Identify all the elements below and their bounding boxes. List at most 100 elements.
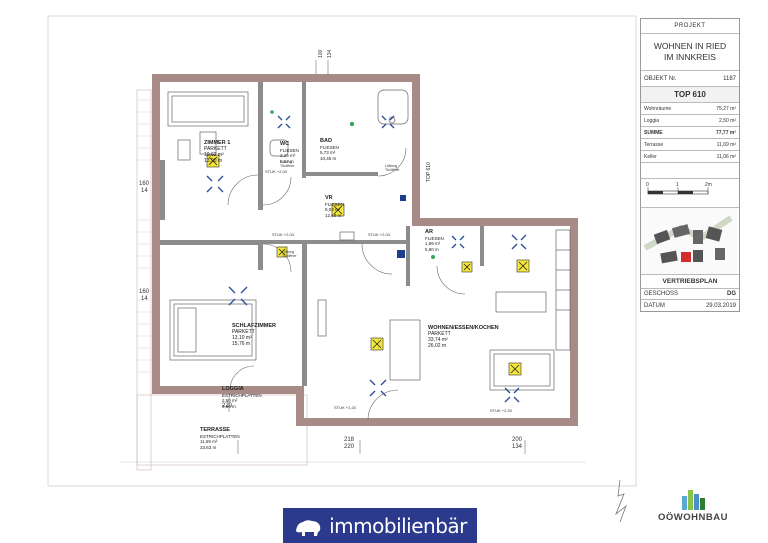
annotation-stuk: STUK +2,04 — [265, 169, 287, 174]
room-area: 5,73 m² — [320, 150, 336, 155]
area-label: Keller — [644, 153, 657, 160]
room-ar: AR FLIESEN 1,99 m² 5,80 m — [425, 229, 444, 252]
top-number: TOP 610 — [641, 87, 739, 103]
dimension-label: 160 — [139, 181, 150, 187]
scale-bar-graphic — [647, 187, 709, 195]
area-label: Loggia — [644, 117, 660, 124]
room-area: 2,50 m² — [222, 398, 238, 403]
room-name: LOGGIA — [222, 386, 244, 392]
annotation-stuk: STUK +2,04 — [368, 232, 390, 237]
room-floor: ESTRICHPLATTEN — [222, 392, 262, 398]
room-perimeter: 9,50 m — [222, 403, 236, 409]
room-area: 8,03 m² — [325, 207, 341, 212]
datum-row: DATUM 29.03.2019 — [641, 300, 739, 311]
room-schlafzimmer: SCHLAFZIMMER PARKETT 13,10 m² 15,76 m — [232, 323, 276, 347]
annotation-lueftung: Lüftung Türöffner — [280, 160, 295, 168]
objekt-row: OBJEKT Nr. 1187 — [641, 71, 739, 87]
area-value: 11,69 m² — [716, 141, 736, 148]
room-perimeter: 10,45 m — [320, 155, 337, 161]
area-value: 75,27 m² — [716, 105, 736, 112]
room-perimeter: 33,63 m — [200, 444, 217, 450]
room-floor: FLIESEN — [325, 201, 344, 207]
annotation-stuk: STUK +2,20 — [490, 408, 512, 413]
room-name: VR — [325, 195, 333, 201]
spacer — [641, 163, 739, 179]
room-area: 11,69 m² — [200, 439, 218, 444]
room-perimeter: 15,76 m — [232, 341, 251, 347]
room-name: ZIMMER 1 — [204, 140, 231, 146]
dimension-label: 134 — [512, 444, 523, 450]
scale-label: 1 — [676, 182, 679, 188]
ooewohnbau-logo: OÖWOHNBAU — [648, 484, 738, 524]
dimension-label: 100 — [318, 49, 324, 58]
room-name: WOHNEN/ESSEN/KOCHEN — [428, 325, 499, 331]
dimension-label: 134 — [327, 49, 333, 58]
project-name-line2: IM INNKREIS — [664, 52, 716, 62]
objekt-nr: 1187 — [723, 75, 736, 82]
room-floor: FLIESEN — [425, 235, 444, 241]
dimension-label: 220 — [222, 403, 233, 409]
signature — [615, 479, 627, 523]
area-value: 77,77 m² — [715, 129, 736, 136]
room-wohnen: WOHNEN/ESSEN/KOCHEN PARKETT 33,74 m² 26,… — [428, 325, 499, 349]
room-area: 10,62 m² — [204, 152, 224, 158]
area-value: 2,50 m² — [719, 117, 736, 124]
room-floor: PARKETT — [204, 146, 227, 152]
vertriebsplan-label: VERTRIEBSPLAN — [641, 275, 739, 289]
scale-label: 2m — [705, 182, 712, 188]
room-area: 2,15 m² — [280, 153, 296, 158]
room-loggia: LOGGIA ESTRICHPLATTEN 2,50 m² 9,50 m — [222, 386, 262, 409]
geschoss-row: GESCHOSS DG — [641, 289, 739, 300]
datum-value: 29.03.2019 — [705, 302, 736, 309]
room-name: SCHLAFZIMMER — [232, 323, 276, 329]
room-perimeter: 5,80 m — [425, 246, 439, 252]
room-area: 13,10 m² — [232, 335, 252, 341]
datum-label: DATUM — [644, 302, 665, 309]
ooewohnbau-mark — [682, 490, 705, 510]
annotation-stuk: STUK +2,20 — [334, 405, 356, 410]
project-name-line1: WOHNEN IN RIED — [653, 41, 727, 51]
room-floor: PARKETT — [232, 329, 255, 335]
room-perimeter: 13,90 m — [204, 158, 223, 164]
geschoss-label: GESCHOSS — [644, 291, 679, 297]
room-name: AR — [425, 229, 433, 235]
geschoss-value: DG — [727, 291, 736, 297]
room-floor: FLIESEN — [280, 147, 299, 153]
room-floor: ESTRICHPLATTEN — [200, 433, 240, 439]
title-block: PROJEKT WOHNEN IN RIED IM INNKREIS OBJEK… — [640, 18, 740, 312]
light-fixtures — [206, 154, 530, 376]
room-name: BAD — [320, 138, 332, 144]
dimension-label: 160 — [139, 289, 150, 295]
banner-text: immobilienbär — [329, 513, 467, 538]
area-row: Terrasse 11,69 m² — [641, 139, 739, 151]
area-label: Terrasse — [644, 141, 664, 148]
dimension-label: 14 — [141, 296, 148, 302]
immobilienbaer-banner: immobilienbär — [283, 508, 477, 543]
dimension-label: 218 — [344, 437, 355, 443]
room-wc: WC FLIESEN 2,15 m² 6,17 m — [280, 141, 299, 164]
room-area: 1,99 m² — [425, 241, 441, 246]
area-value: 11,06 m² — [716, 153, 736, 160]
room-name: TERRASSE — [200, 427, 230, 433]
room-zimmer1: ZIMMER 1 PARKETT 10,62 m² 13,90 m — [204, 140, 230, 164]
annotation-stuk: STUK +2,04 — [272, 232, 294, 237]
site-overview-graphic — [641, 208, 737, 274]
room-perimeter: 26,02 m — [428, 343, 447, 349]
annotation-lueftung: Lüftung Türöffner — [282, 250, 297, 258]
objekt-label: OBJEKT Nr. — [644, 75, 677, 82]
scale-bar: 0 1 2m — [641, 179, 739, 208]
bear-icon — [296, 519, 321, 536]
project-name: WOHNEN IN RIED IM INNKREIS — [641, 34, 739, 71]
room-perimeter: 12,60 m — [325, 212, 342, 218]
projekt-label: PROJEKT — [641, 19, 739, 34]
dimension-label: 14 — [141, 188, 148, 194]
ooewohnbau-text: OÖWOHNBAU — [658, 512, 728, 523]
area-row: Loggia 2,50 m² — [641, 115, 739, 127]
room-bad: BAD FLIESEN 5,73 m² 10,45 m — [320, 138, 339, 161]
dimension-label: 220 — [344, 444, 355, 450]
annotation-top610: TOP 610 — [426, 162, 432, 182]
